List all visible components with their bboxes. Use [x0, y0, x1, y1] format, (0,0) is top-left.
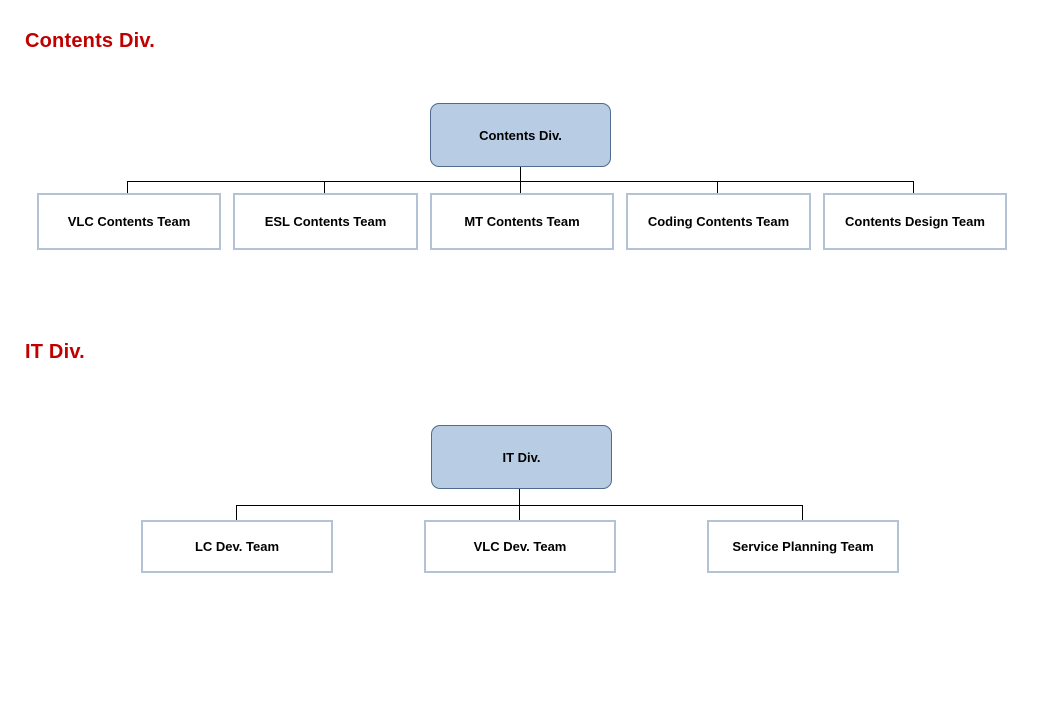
- vlc-contents-team-node: VLC Contents Team: [37, 193, 221, 250]
- coding-contents-team-node: Coding Contents Team: [626, 193, 811, 250]
- it-div-node: IT Div.: [431, 425, 612, 489]
- vlc-dev-team-node: VLC Dev. Team: [424, 520, 616, 573]
- contents-div-node: Contents Div.: [430, 103, 611, 167]
- contents-design-team-node: Contents Design Team: [823, 193, 1007, 250]
- lc-dev-team-node: LC Dev. Team: [141, 520, 333, 573]
- it-div-heading: IT Div.: [25, 341, 85, 363]
- contents-div-heading: Contents Div.: [25, 30, 156, 52]
- service-planning-team-node: Service Planning Team: [707, 520, 899, 573]
- esl-contents-team-node: ESL Contents Team: [233, 193, 418, 250]
- mt-contents-team-node: MT Contents Team: [430, 193, 614, 250]
